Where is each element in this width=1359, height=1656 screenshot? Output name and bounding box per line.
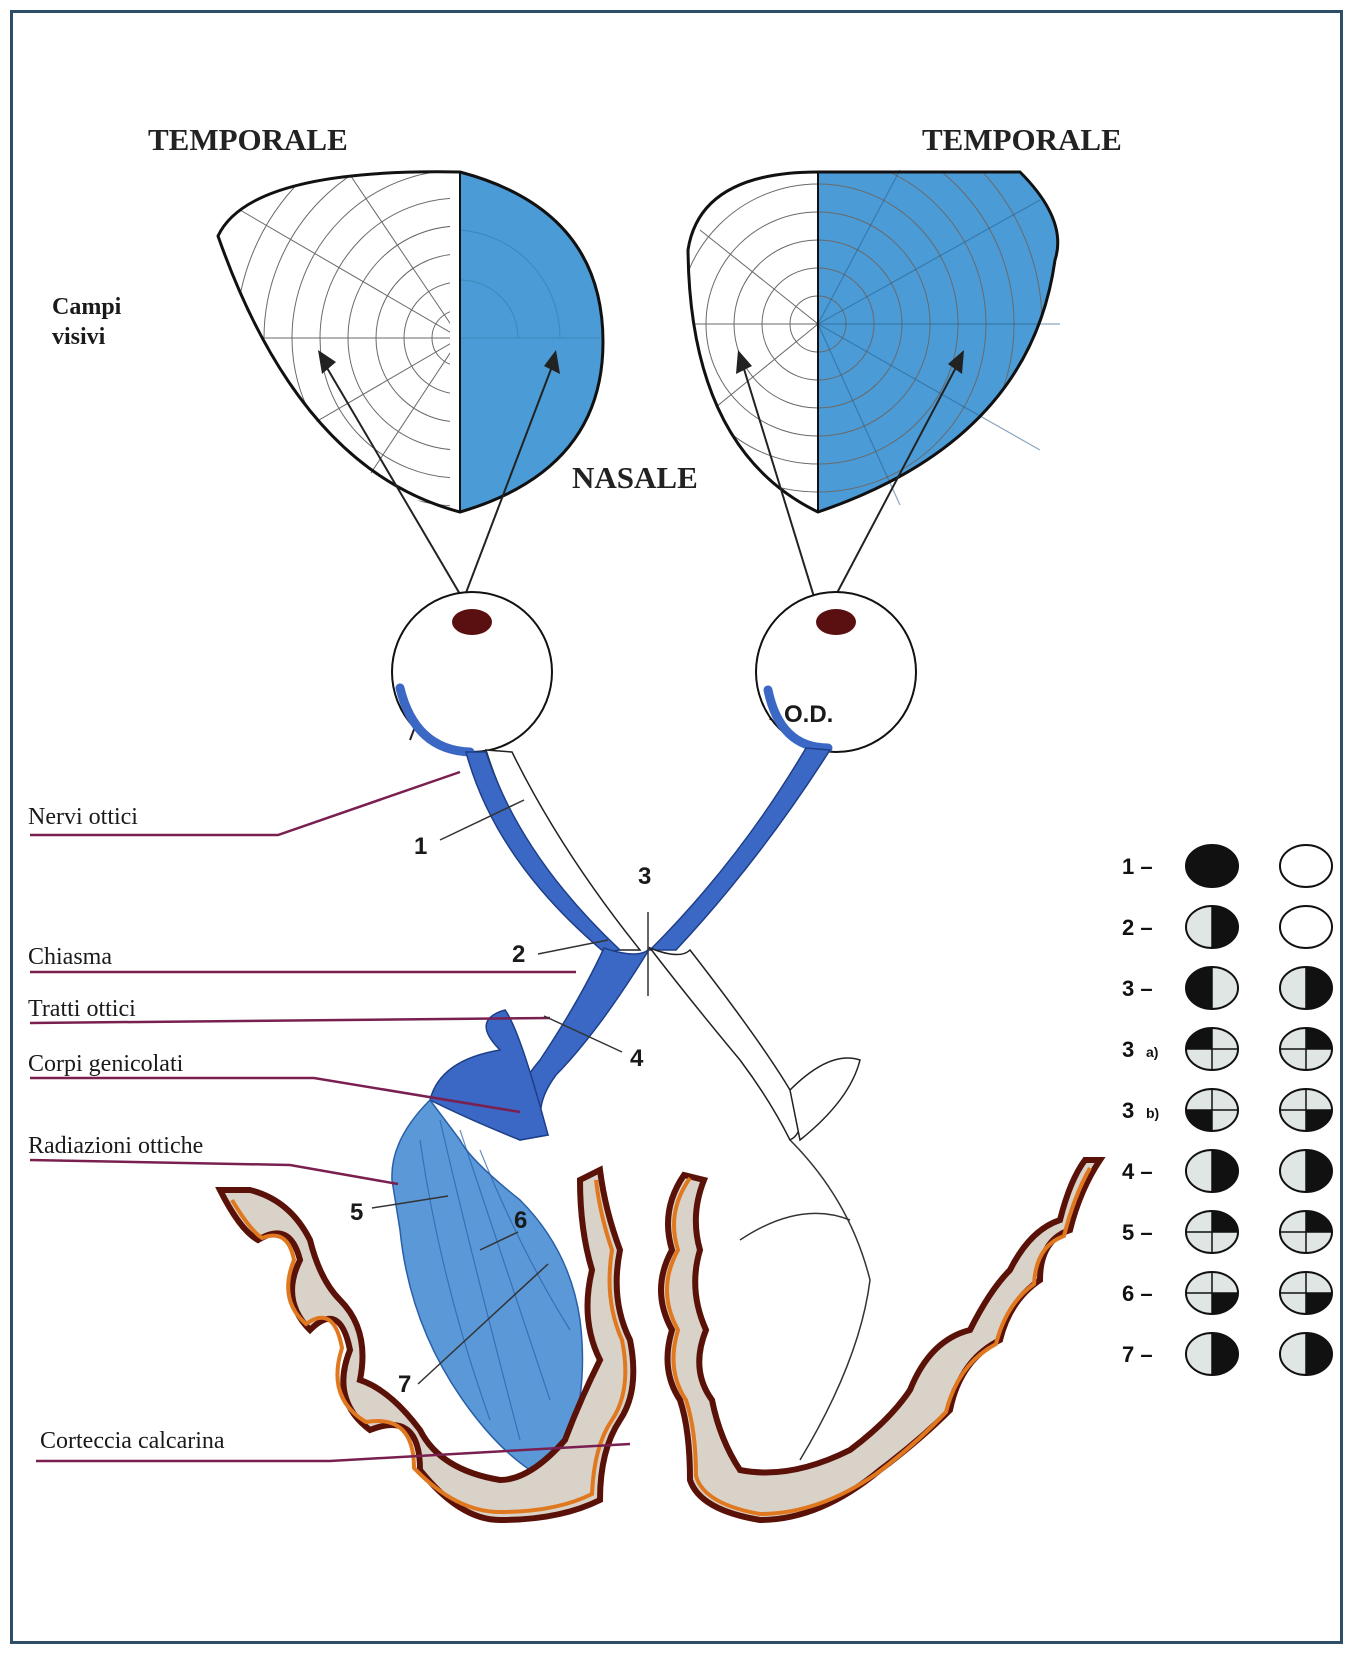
legend-label-7: 5 – xyxy=(1122,1220,1153,1245)
visual-fields-label-2: visivi xyxy=(52,324,106,350)
legend-field-icon-right-7 xyxy=(1280,1211,1332,1253)
nasal-heading: NASALE xyxy=(572,460,698,495)
legend-field-icon-right-5 xyxy=(1280,1089,1332,1131)
visual-field-defects-legend: 1 – 2 – 3 – 3 a) 3 b) 4 – 5 – 6 – 7 – xyxy=(1122,845,1332,1375)
legend-field-icon-left-3 xyxy=(1186,967,1238,1009)
pathway-number-1: 1 xyxy=(414,833,427,860)
legend-field-icon-left-2 xyxy=(1186,906,1238,948)
legend-sublabel-5: b) xyxy=(1146,1105,1159,1121)
right-eye xyxy=(756,592,916,752)
legend-label-1: 1 – xyxy=(1122,854,1153,879)
legend-label-5: 3 xyxy=(1122,1098,1134,1123)
legend-label-8: 6 – xyxy=(1122,1281,1153,1306)
legend-label-4: 3 xyxy=(1122,1037,1134,1062)
legend-label-2: 2 – xyxy=(1122,915,1153,940)
pathway-number-3: 3 xyxy=(638,863,651,890)
pathway-number-2: 2 xyxy=(512,941,525,968)
legend-field-icon-right-9 xyxy=(1280,1333,1332,1375)
calcarine-cortex-label: Corteccia calcarina xyxy=(40,1428,225,1454)
legend-field-icon-left-8 xyxy=(1186,1272,1238,1314)
legend-label-6: 4 – xyxy=(1122,1159,1153,1184)
legend-field-icon-left-6 xyxy=(1186,1150,1238,1192)
legend-field-icon-right-6 xyxy=(1280,1150,1332,1192)
legend-field-icon-left-5 xyxy=(1186,1089,1238,1131)
temporal-left-heading: TEMPORALE xyxy=(148,122,348,157)
legend-field-icon-left-1 xyxy=(1186,845,1238,887)
legend-label-3: 3 – xyxy=(1122,976,1153,1001)
right-eye-label: O.D. xyxy=(784,701,833,728)
chiasm-label: Chiasma xyxy=(28,944,112,970)
geniculate-bodies-label: Corpi genicolati xyxy=(28,1051,184,1077)
optic-radiations-label: Radiazioni ottiche xyxy=(28,1133,203,1159)
pathway-number-4: 4 xyxy=(630,1045,644,1072)
legend-field-icon-left-7 xyxy=(1186,1211,1238,1253)
legend-sublabel-4: a) xyxy=(1146,1044,1158,1060)
pathway-number-5: 5 xyxy=(350,1199,363,1226)
pathway-number-6: 6 xyxy=(514,1207,527,1234)
legend-field-icon-right-8 xyxy=(1280,1272,1332,1314)
optic-nerves-label: Nervi ottici xyxy=(28,804,138,830)
legend-field-icon-right-1 xyxy=(1280,845,1332,887)
legend-field-icon-right-2 xyxy=(1280,906,1332,948)
legend-field-icon-left-9 xyxy=(1186,1333,1238,1375)
visual-fields-label-1: Campi xyxy=(52,294,122,320)
legend-field-icon-right-3 xyxy=(1280,967,1332,1009)
pathway-number-7: 7 xyxy=(398,1371,411,1398)
legend-label-9: 7 – xyxy=(1122,1342,1153,1367)
left-eye xyxy=(392,592,552,752)
legend-field-icon-right-4 xyxy=(1280,1028,1332,1070)
optic-tracts-label: Tratti ottici xyxy=(28,996,136,1022)
temporal-right-heading: TEMPORALE xyxy=(922,122,1122,157)
legend-field-icon-left-4 xyxy=(1186,1028,1238,1070)
